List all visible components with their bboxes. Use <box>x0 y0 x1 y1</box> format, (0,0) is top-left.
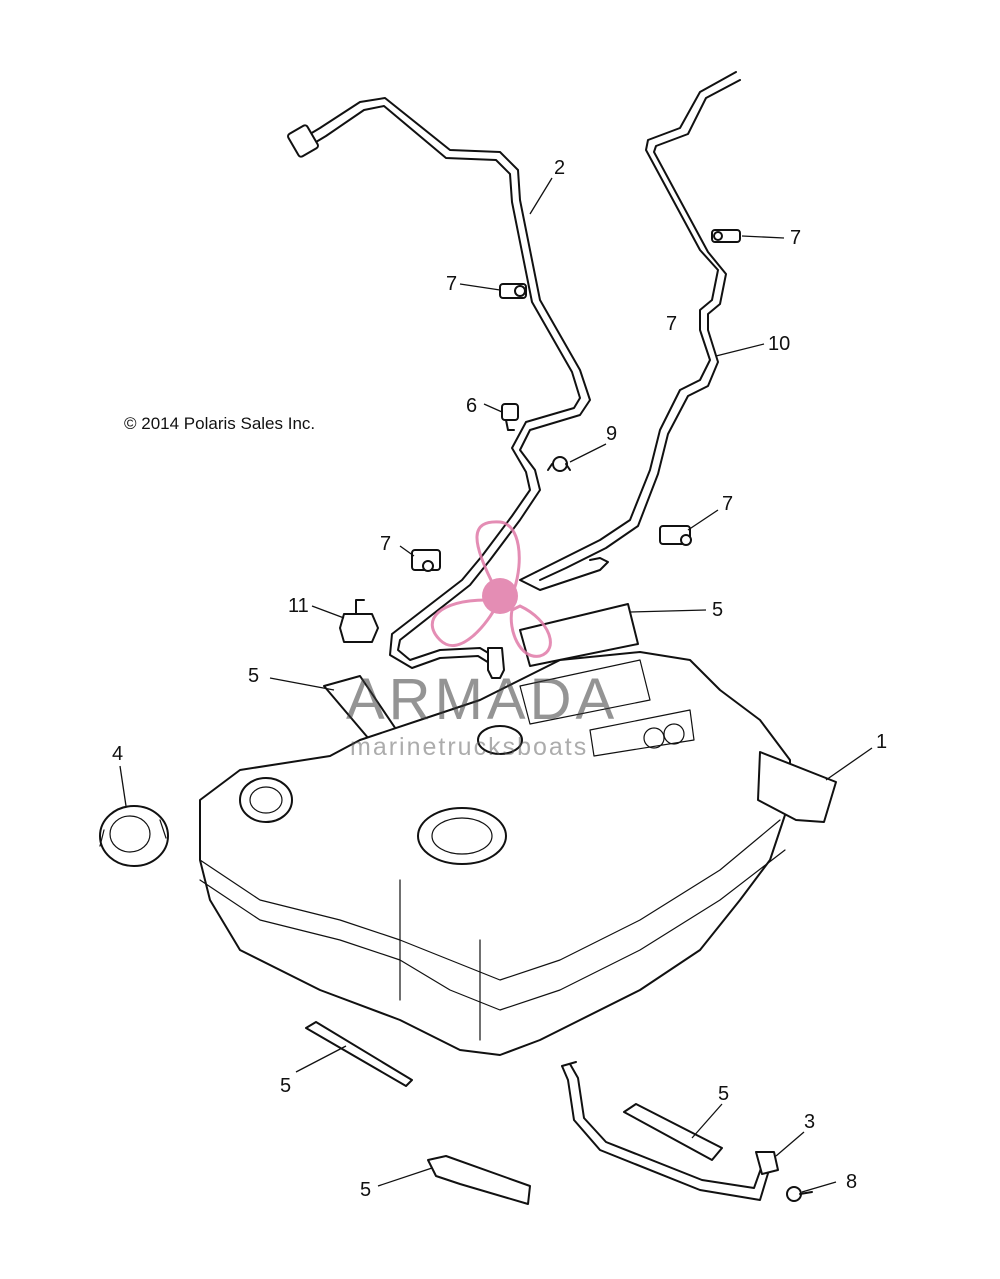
watermark-tagline: marinetrucksboats <box>350 733 589 761</box>
bracket-11 <box>339 599 379 643</box>
callout-7-left: 7 <box>380 533 392 555</box>
callout-5-upper-right: 5 <box>712 599 724 621</box>
callout-7-upper-right: 7 <box>790 227 802 249</box>
callout-7-right: 7 <box>722 493 734 515</box>
quick-connector-icon <box>287 124 319 158</box>
clip-7-upper-left <box>499 283 527 299</box>
watermark-logo-icon <box>430 520 552 658</box>
clip-7-left <box>411 549 441 572</box>
bolt-8 <box>786 1186 813 1202</box>
pad-5-bottom <box>427 1155 531 1205</box>
leader-lines <box>119 177 873 1193</box>
watermark-brand: ARMADA <box>346 667 619 732</box>
callout-2: 2 <box>554 157 566 179</box>
callout-4: 4 <box>112 743 124 765</box>
callout-5-lower-right: 5 <box>718 1083 730 1105</box>
callout-11: 11 <box>288 595 309 617</box>
clip-7-right <box>659 525 692 546</box>
callout-10: 10 <box>768 333 791 355</box>
callout-5-upper-left: 5 <box>248 665 260 687</box>
callout-8: 8 <box>846 1171 858 1193</box>
callout-5-bottom: 5 <box>360 1179 372 1201</box>
fuel-tank-1 <box>199 651 837 1056</box>
fuel-line-2 <box>287 97 591 679</box>
clamp-9 <box>547 456 571 472</box>
fuel-cap-4 <box>99 805 169 867</box>
fuel-pump-ring-icon <box>417 807 507 865</box>
callout-1: 1 <box>876 731 888 753</box>
callout-7-upper-left: 7 <box>446 273 458 295</box>
callout-5-lower-left: 5 <box>280 1075 292 1097</box>
clip-7-upper-right <box>711 229 741 243</box>
pad-5-lower-left <box>305 1021 413 1087</box>
clamp-6 <box>501 403 519 431</box>
fuel-filter-icon <box>487 647 505 679</box>
callout-9: 9 <box>606 423 618 445</box>
pad-5-lower-right <box>623 1103 723 1161</box>
callout-3: 3 <box>804 1111 816 1133</box>
filler-neck-icon <box>239 777 293 823</box>
vent-line-10 <box>519 71 741 591</box>
tank-mount-bracket-icon <box>757 751 837 823</box>
callout-6: 6 <box>466 395 478 417</box>
callout-7-middle: 7 <box>666 313 678 335</box>
tank-strap-3 <box>561 1061 779 1201</box>
copyright-text: © 2014 Polaris Sales Inc. <box>124 414 316 433</box>
